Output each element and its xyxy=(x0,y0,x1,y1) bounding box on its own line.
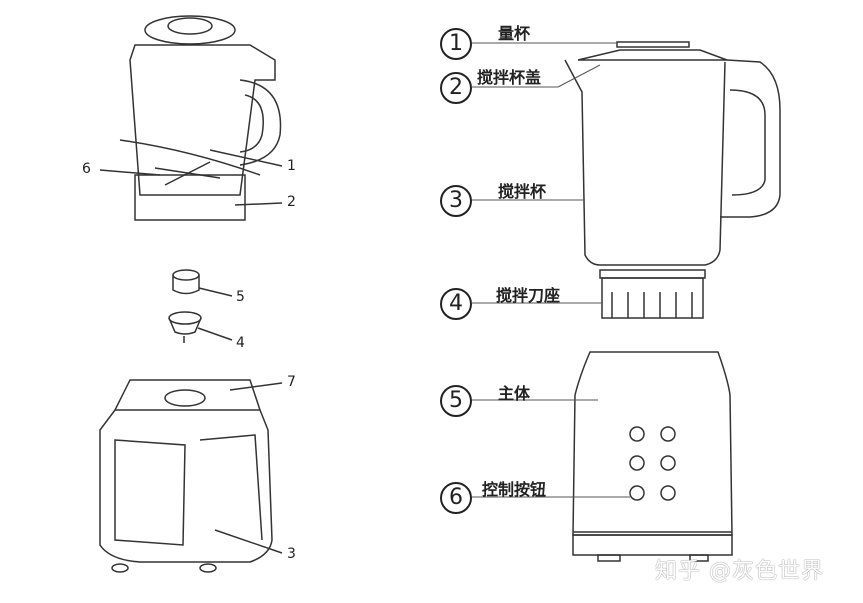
control-button xyxy=(629,455,645,471)
left-base-drawing xyxy=(99,379,283,573)
right-cup-drawing xyxy=(564,41,781,319)
left-jar-drawing xyxy=(119,15,282,221)
part-label-main-body: 主体 xyxy=(498,384,531,403)
part-label-control-buttons: 控制按钮 xyxy=(482,480,547,499)
left-callout-1: 1 xyxy=(287,158,296,174)
right-callout-5: 5 xyxy=(440,385,472,417)
control-button xyxy=(660,426,676,442)
right-callout-1: 1 xyxy=(440,28,472,60)
right-body-drawing xyxy=(572,351,733,562)
right-callout-4: 4 xyxy=(440,288,472,320)
part-label-measuring-cup: 量杯 xyxy=(498,24,531,43)
left-callout-5: 5 xyxy=(236,289,245,305)
part-4-drawing xyxy=(168,311,233,343)
control-button xyxy=(629,426,645,442)
control-button xyxy=(660,485,676,501)
control-button xyxy=(660,455,676,471)
callout-line-6 xyxy=(99,169,161,176)
part-label-blender-cup: 搅拌杯 xyxy=(498,182,547,201)
left-callout-2: 2 xyxy=(287,194,296,210)
left-callout-6: 6 xyxy=(82,161,91,177)
right-callout-2: 2 xyxy=(440,72,472,104)
callout-line-2 xyxy=(234,202,283,206)
left-callout-7: 7 xyxy=(287,374,296,390)
part-label-blade-base: 搅拌刀座 xyxy=(496,286,561,305)
left-callout-4: 4 xyxy=(236,335,245,351)
watermark: 知乎 @灰色世界 xyxy=(655,559,824,584)
control-button xyxy=(629,485,645,501)
part-5-drawing xyxy=(172,269,233,297)
left-callout-3: 3 xyxy=(287,546,296,562)
callout-line-1 xyxy=(209,149,283,167)
right-leader-lines xyxy=(472,42,630,498)
right-callout-6: 6 xyxy=(440,482,472,514)
part-label-cup-lid: 搅拌杯盖 xyxy=(477,68,542,87)
right-callout-3: 3 xyxy=(440,185,472,217)
